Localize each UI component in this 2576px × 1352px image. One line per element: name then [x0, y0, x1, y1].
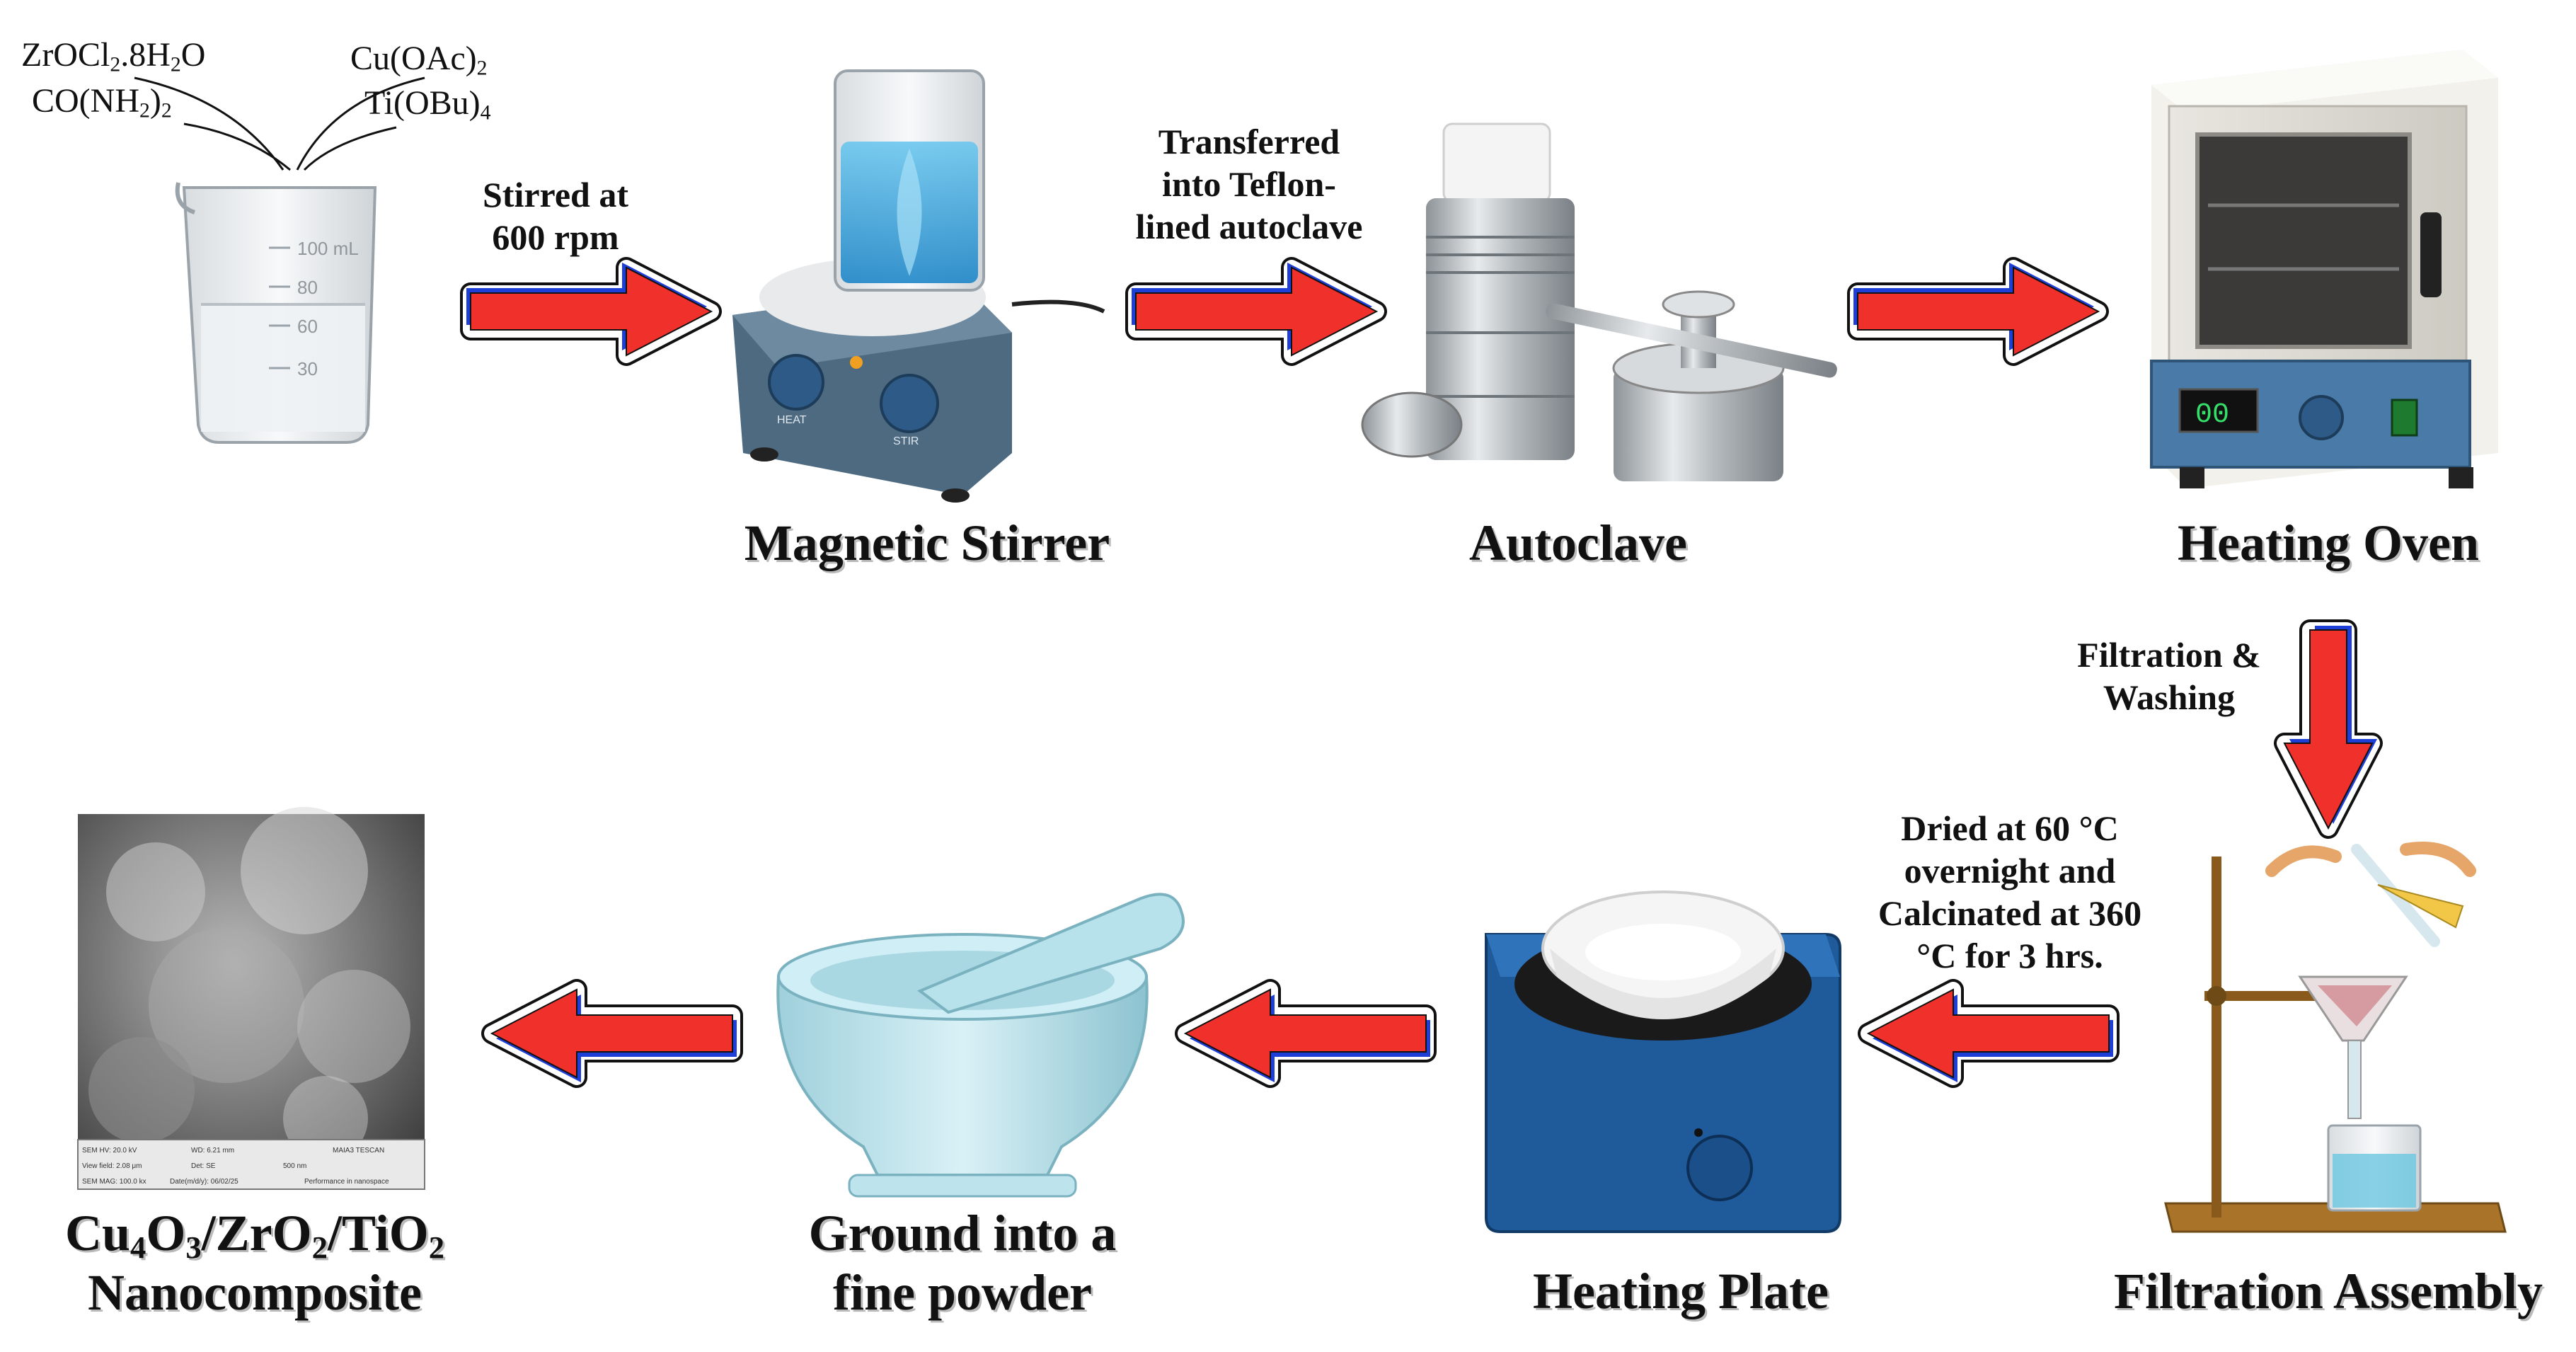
beaker-mark-60: 60 — [297, 316, 318, 337]
sem-info-date: Date(m/d/y): 06/02/25 — [170, 1178, 238, 1186]
sem-info-viewfield: View field: 2.08 μm — [82, 1162, 142, 1170]
arrow-to-autoclave — [1125, 257, 1387, 366]
magnetic-stirrer-title: Magnetic Stirrer — [744, 515, 1110, 571]
filtration-assembly-image — [2164, 842, 2507, 1233]
reagent-zrocl2: ZrOCl2.8H2O — [21, 36, 206, 76]
sem-info-maker: MAIA3 TESCAN — [333, 1147, 384, 1155]
beaker-mark-100: 100 mL — [297, 238, 359, 259]
sem-micrograph-image — [77, 807, 425, 1190]
process-arrows — [460, 257, 2383, 1088]
stirrer-stir-label: STIR — [893, 435, 919, 447]
arrow-to-stirrer — [460, 257, 722, 366]
step-stirring-label: Stirred at 600 rpm — [483, 175, 628, 257]
ground-powder-title: Ground into a fine powder — [808, 1205, 1117, 1321]
stirrer-heat-label: HEAT — [777, 414, 807, 426]
arrow-to-product — [481, 979, 743, 1088]
magnetic-stirrer-image — [732, 69, 1105, 503]
step-drying-label: Dried at 60 °C overnight and Calcinated … — [1878, 808, 2142, 975]
sem-info-det: Det: SE — [191, 1162, 216, 1170]
beaker-mark-80: 80 — [297, 277, 318, 298]
heating-oven-image — [2150, 50, 2498, 488]
reagent-ti-butoxide: Ti(OBu)4 — [364, 84, 491, 125]
step-filtration-label: Filtration & Washing — [2077, 635, 2261, 717]
heating-plate-title: Heating Plate — [1533, 1263, 1829, 1319]
arrow-to-oven — [1847, 257, 2109, 366]
arrow-to-heating-plate — [1858, 979, 2120, 1088]
reagent-urea: CO(NH2)2 — [32, 82, 172, 122]
nanocomposite-formula: Cu4O3/ZrO2/TiO2 — [64, 1205, 445, 1266]
filtration-assembly-title: Filtration Assembly — [2114, 1263, 2543, 1319]
reagent-flow-lines — [134, 76, 425, 171]
oven-display-readout: 00 — [2195, 399, 2229, 431]
sem-info-mag: SEM MAG: 100.0 kx — [82, 1178, 146, 1186]
step-transfer-label: Transferred into Teflon- lined autoclave — [1135, 122, 1363, 246]
autoclave-title: Autoclave — [1469, 515, 1687, 571]
sem-info-scale: 500 nm — [283, 1162, 306, 1170]
mortar-pestle-image — [776, 893, 1185, 1198]
reagent-cu-acetate: Cu(OAc)2 — [350, 40, 488, 80]
precursor-beaker — [175, 182, 377, 444]
arrow-to-mortar — [1175, 979, 1437, 1088]
heating-oven-title: Heating Oven — [2178, 515, 2479, 571]
sem-info-wd: WD: 6.21 mm — [191, 1147, 234, 1155]
beaker-mark-30: 30 — [297, 358, 318, 379]
arrow-to-filtration — [2274, 619, 2383, 839]
nanocomposite-title: Cu4O3/ZrO2/TiO2 Nanocomposite — [14, 1203, 495, 1322]
autoclave-image — [1361, 122, 1837, 481]
heating-plate-image — [1485, 890, 1841, 1233]
sem-info-hv: SEM HV: 20.0 kV — [82, 1147, 137, 1155]
sem-info-tagline: Performance in nanospace — [304, 1178, 389, 1186]
